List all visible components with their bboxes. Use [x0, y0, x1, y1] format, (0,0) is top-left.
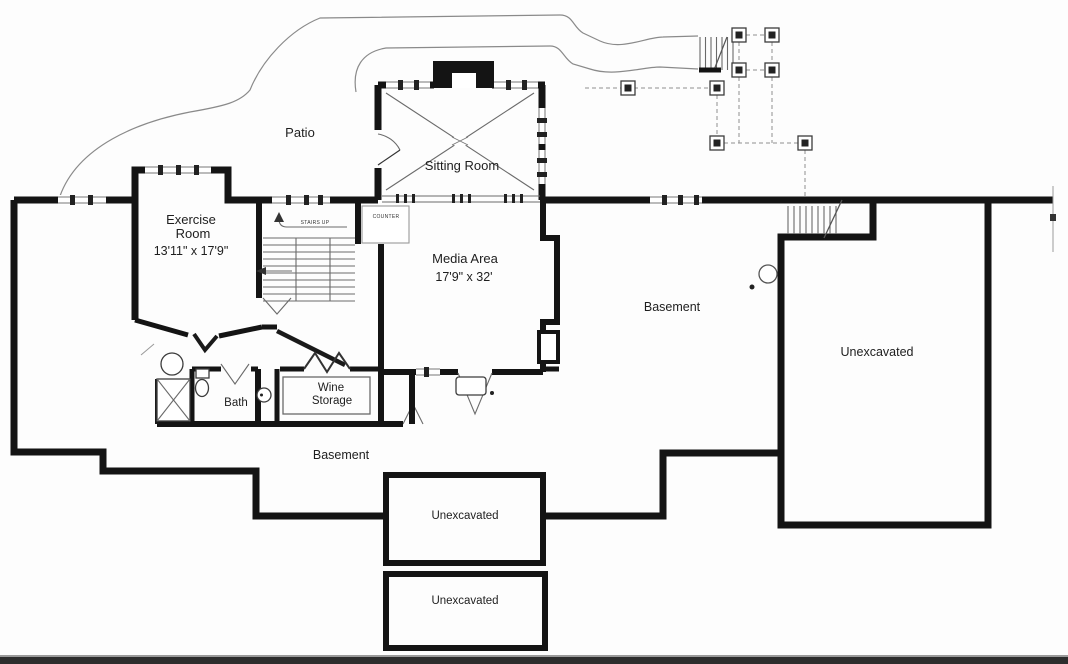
- sump-dot: [749, 284, 755, 290]
- media-area-label: Media Area: [432, 251, 499, 266]
- exercise-room-structure: [131, 200, 347, 368]
- media-niche: [537, 330, 560, 364]
- exterior-walls: [10, 166, 1053, 651]
- window: [416, 367, 440, 377]
- drain-dot: [260, 393, 263, 397]
- drain-icon: [256, 387, 272, 403]
- deck-inner-line: [354, 45, 699, 93]
- counter-label: COUNTER: [373, 214, 400, 220]
- bath-door-swing: [220, 363, 250, 385]
- bath-structure: [155, 352, 403, 427]
- exercise-room-label: Exercise: [166, 212, 216, 227]
- unexcavated-right-walls: [777, 203, 992, 529]
- exercise-room-dims: 13'11" x 17'9": [154, 244, 229, 258]
- window: [145, 165, 211, 175]
- stair-direction-arrowhead: [256, 267, 266, 275]
- media-area-structure: [378, 200, 560, 425]
- patio-label: Patio: [285, 125, 315, 140]
- basement-label: Basement: [644, 300, 701, 314]
- equipment-dot: [490, 391, 494, 395]
- window: [272, 195, 330, 205]
- stair-door-swing: [262, 297, 292, 315]
- hall-guide-line: [140, 343, 155, 356]
- post-icon: [731, 27, 747, 43]
- window: [386, 80, 430, 90]
- post-icon: [709, 135, 725, 151]
- window-ticks: [396, 194, 523, 203]
- unexcavated-lower-box: [383, 571, 548, 651]
- exercise-bay-walls: [134, 317, 277, 339]
- stairs-up-label: STAIRS UP: [301, 220, 330, 226]
- media-area-dims: 17'9" x 32': [435, 270, 492, 284]
- sump-pit-icon: [758, 264, 778, 284]
- counter-closet: [361, 205, 410, 244]
- dimension-line-right: [1050, 186, 1056, 252]
- west-south-wall: [10, 200, 386, 520]
- labels: Patio Sitting Room Exercise Room 13'11" …: [154, 125, 914, 607]
- unexcavated-right-label: Unexcavated: [841, 345, 914, 359]
- post-icon: [731, 62, 747, 78]
- basement-lower-label: Basement: [313, 448, 370, 462]
- folding-door-icon: [303, 351, 351, 374]
- deck-outline: [59, 14, 699, 197]
- unexcavated-upper-label: Unexcavated: [431, 510, 498, 522]
- angled-hall-wall: [275, 328, 347, 368]
- toilet-tank-icon: [195, 368, 210, 379]
- page-edge: [0, 657, 1068, 664]
- post-icon: [620, 80, 636, 96]
- bath-label: Bath: [224, 397, 248, 409]
- bay-window-notch: [192, 332, 219, 354]
- sump-pit: [749, 264, 778, 290]
- deck-post-grid: [585, 34, 806, 198]
- deck-outer-line: [59, 14, 699, 197]
- windows: [58, 80, 702, 377]
- main-stairs: [256, 200, 410, 315]
- window: [537, 150, 547, 184]
- toilet-bowl-icon: [194, 378, 210, 398]
- wine-rack-outline: [282, 376, 371, 415]
- exterior-stairs-right: [787, 199, 843, 239]
- window: [537, 108, 547, 144]
- window: [58, 195, 106, 205]
- wine-storage-label: Wine: [318, 382, 344, 394]
- ceiling-center-mark: [451, 136, 469, 146]
- wine-storage-walls: [274, 366, 378, 424]
- equipment-box: [455, 376, 487, 396]
- stair-break-line: [823, 199, 843, 239]
- post-icon: [709, 80, 725, 96]
- window: [650, 195, 702, 205]
- stairs-up-arrowhead: [274, 212, 284, 222]
- post-icon: [797, 135, 813, 151]
- post-icon: [764, 27, 780, 43]
- deck-posts: [620, 27, 813, 151]
- wine-storage-structure: [274, 351, 378, 424]
- sitting-room-label: Sitting Room: [425, 158, 499, 173]
- post-icon: [764, 62, 780, 78]
- wine-storage-label: Storage: [312, 395, 352, 407]
- window: [494, 80, 538, 90]
- firebox: [452, 73, 476, 88]
- unexcavated-upper-box: [383, 472, 546, 566]
- page-edge-highlight: [0, 655, 1068, 657]
- water-heater-icon: [160, 352, 184, 376]
- unexcavated-lower-label: Unexcavated: [431, 595, 498, 607]
- exercise-room-label: Room: [176, 226, 211, 241]
- south-east-wall: [543, 449, 781, 520]
- door-swing-arc: [377, 133, 401, 151]
- door-leaf: [377, 149, 401, 166]
- stair-treads: [263, 237, 355, 302]
